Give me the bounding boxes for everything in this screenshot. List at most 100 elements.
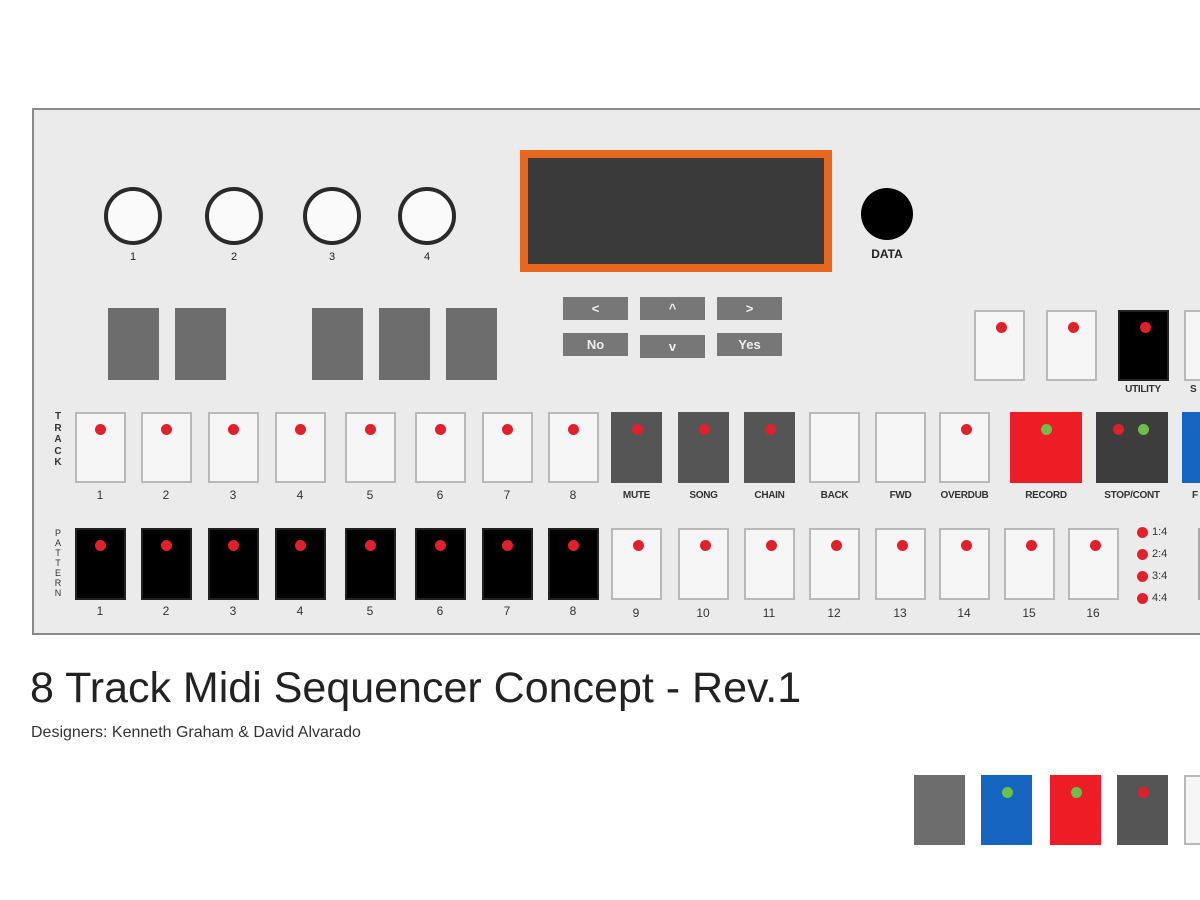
track-button-2[interactable]	[141, 412, 192, 483]
utility-row-button-2[interactable]	[1046, 310, 1097, 381]
track-button-5[interactable]	[345, 412, 396, 483]
red-led-icon	[700, 540, 711, 551]
pattern-button-6[interactable]	[415, 528, 466, 600]
nav-button-down[interactable]: v	[640, 335, 705, 358]
track-number: 2	[162, 488, 170, 502]
utility-row-button-1[interactable]	[974, 310, 1025, 381]
gray-button[interactable]	[175, 308, 226, 380]
pattern-button-1[interactable]	[75, 528, 126, 600]
track-number: 1	[96, 488, 104, 502]
knob-label: 2	[230, 251, 238, 263]
utility-row-button-4[interactable]	[1184, 310, 1200, 381]
meter-led-icon	[1137, 593, 1148, 604]
track-button-8[interactable]	[548, 412, 599, 483]
nav-button-yes[interactable]: Yes	[717, 333, 782, 356]
function-label: OVERDUB	[940, 490, 989, 501]
utility-row-label: UTILITY	[1125, 384, 1161, 395]
gray-button[interactable]	[108, 308, 159, 380]
red-led-icon	[228, 540, 239, 551]
nav-button-up[interactable]: ^	[640, 297, 705, 320]
data-knob[interactable]	[861, 188, 913, 240]
utility-row-label: S	[1190, 384, 1197, 395]
track-button-7[interactable]	[482, 412, 533, 483]
green-led-icon	[1002, 787, 1013, 798]
pattern-number: 11	[762, 606, 776, 620]
red-led-icon	[435, 540, 446, 551]
knob-3[interactable]	[303, 187, 361, 245]
pattern-number: 7	[503, 604, 511, 618]
pattern-button-12[interactable]	[809, 528, 860, 600]
gray-button[interactable]	[379, 308, 430, 380]
track-number: 3	[229, 488, 237, 502]
red-led-icon	[632, 424, 643, 435]
color-swatch	[914, 775, 965, 845]
meter-label: 2:4	[1152, 548, 1168, 560]
pattern-number: 2	[162, 604, 170, 618]
pattern-button-9[interactable]	[611, 528, 662, 600]
knob-2[interactable]	[205, 187, 263, 245]
gray-button[interactable]	[312, 308, 363, 380]
function-button-stop-cont[interactable]	[1096, 412, 1168, 483]
track-number: 8	[569, 488, 577, 502]
function-label: F	[1192, 490, 1198, 501]
function-button-chain[interactable]	[744, 412, 795, 483]
panel-edge-button[interactable]	[1198, 528, 1200, 600]
knob-label: 4	[423, 251, 431, 263]
meter-label: 3:4	[1152, 570, 1168, 582]
red-led-icon	[295, 424, 306, 435]
red-led-icon	[95, 424, 106, 435]
knob-label: 3	[328, 251, 336, 263]
pattern-button-16[interactable]	[1068, 528, 1119, 600]
track-button-3[interactable]	[208, 412, 259, 483]
function-button-overdub[interactable]	[939, 412, 990, 483]
pattern-button-2[interactable]	[141, 528, 192, 600]
function-button-fwd[interactable]	[875, 412, 926, 483]
knob-4[interactable]	[398, 187, 456, 245]
nav-button-left[interactable]: <	[563, 297, 628, 320]
nav-button-right[interactable]: >	[717, 297, 782, 320]
pattern-button-10[interactable]	[678, 528, 729, 600]
pattern-button-4[interactable]	[275, 528, 326, 600]
knob-1[interactable]	[104, 187, 162, 245]
function-button-record[interactable]	[1010, 412, 1082, 483]
red-led-icon	[568, 540, 579, 551]
red-led-icon	[961, 540, 972, 551]
red-led-icon	[568, 424, 579, 435]
function-button-mute[interactable]	[611, 412, 662, 483]
pattern-number: 4	[296, 604, 304, 618]
track-number: 7	[503, 488, 511, 502]
pattern-button-13[interactable]	[875, 528, 926, 600]
pattern-button-15[interactable]	[1004, 528, 1055, 600]
red-led-icon	[897, 540, 908, 551]
meter-led-icon	[1137, 527, 1148, 538]
red-led-icon	[699, 424, 710, 435]
pattern-button-8[interactable]	[548, 528, 599, 600]
red-led-icon	[766, 540, 777, 551]
nav-button-no[interactable]: No	[563, 333, 628, 356]
track-button-6[interactable]	[415, 412, 466, 483]
track-button-1[interactable]	[75, 412, 126, 483]
track-number: 6	[436, 488, 444, 502]
track-number: 4	[296, 488, 304, 502]
pattern-button-5[interactable]	[345, 528, 396, 600]
function-label: CHAIN	[754, 490, 785, 501]
red-led-icon	[365, 424, 376, 435]
data-knob-label: DATA	[871, 247, 903, 261]
pattern-button-11[interactable]	[744, 528, 795, 600]
pattern-button-7[interactable]	[482, 528, 533, 600]
color-swatch	[981, 775, 1032, 845]
function-button-song[interactable]	[678, 412, 729, 483]
red-led-icon	[502, 424, 513, 435]
pattern-button-3[interactable]	[208, 528, 259, 600]
track-button-4[interactable]	[275, 412, 326, 483]
gray-button[interactable]	[446, 308, 497, 380]
pattern-button-14[interactable]	[939, 528, 990, 600]
red-led-icon	[228, 424, 239, 435]
function-button-f[interactable]	[1182, 412, 1200, 483]
subtitle: Designers: Kenneth Graham & David Alvara…	[31, 724, 361, 741]
red-led-icon	[765, 424, 776, 435]
red-led-icon	[1140, 322, 1151, 333]
function-button-back[interactable]	[809, 412, 860, 483]
utility-row-button-3[interactable]	[1118, 310, 1169, 381]
